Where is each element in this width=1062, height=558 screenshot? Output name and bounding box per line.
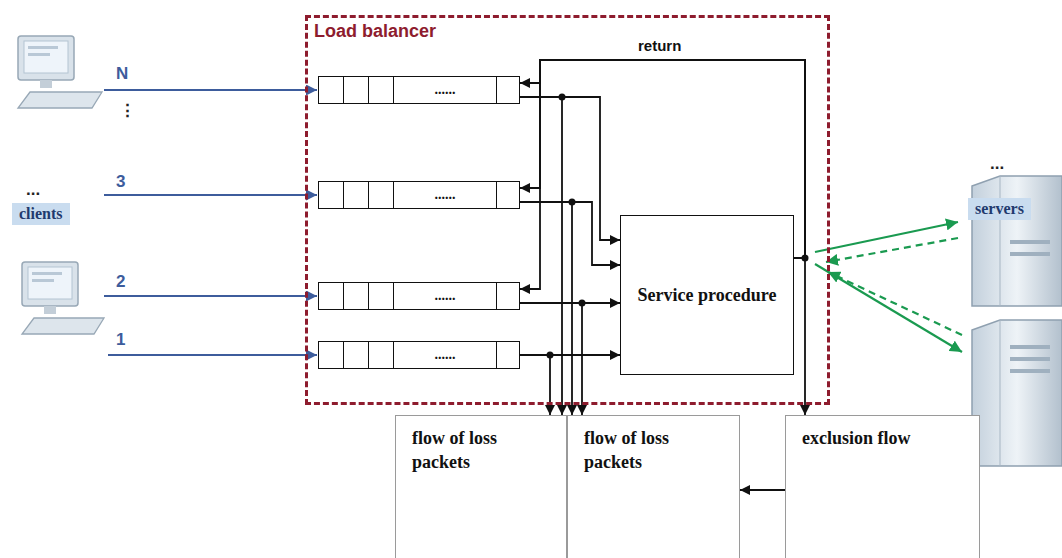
queue-cell — [319, 77, 344, 103]
queue-cell — [344, 342, 369, 368]
screen — [24, 41, 68, 73]
queue-cell — [369, 182, 394, 208]
packet-queue: ...... — [318, 282, 520, 310]
queue-cell — [496, 182, 519, 208]
keyboard — [22, 318, 104, 334]
queue-cell: ...... — [394, 283, 496, 309]
monitor-stand — [44, 306, 56, 314]
request-arrow — [815, 222, 958, 252]
output-box: flow of loss packets — [395, 415, 567, 558]
screen — [28, 267, 72, 299]
flow-connector — [520, 202, 572, 415]
group-tag: clients — [12, 203, 70, 225]
output-box: flow of loss packets — [567, 415, 740, 558]
node-text: flow of loss packets — [584, 426, 723, 475]
server-body — [972, 176, 1062, 306]
monitor — [22, 262, 78, 306]
client-computer — [22, 262, 104, 334]
client-arrow — [108, 354, 317, 356]
screen-line — [32, 279, 54, 282]
request-arrow — [815, 264, 962, 352]
node-text: ...... — [435, 289, 456, 303]
queue-cell — [369, 283, 394, 309]
queue-cell — [319, 182, 344, 208]
server-slot — [1010, 252, 1050, 256]
flow-connector — [520, 97, 620, 240]
ellipsis-mark: ... — [990, 154, 1004, 174]
queue-cell — [369, 77, 394, 103]
flow-connector — [520, 97, 562, 415]
response-arrow — [826, 238, 958, 262]
queue-cell — [369, 342, 394, 368]
flow-connector — [520, 303, 582, 415]
client-number: 1 — [116, 330, 125, 350]
server-tower — [972, 176, 1062, 306]
flow-connector — [794, 258, 805, 415]
flow-connector — [520, 355, 550, 415]
client-arrow — [104, 194, 317, 196]
response-arrow — [828, 272, 962, 335]
queue-cell — [496, 283, 519, 309]
packet-queue: ...... — [318, 341, 520, 369]
server-slot — [1010, 369, 1050, 373]
node-text: ...... — [435, 188, 456, 202]
ellipsis-mark: ⋮ — [119, 100, 136, 121]
queue-cell — [344, 182, 369, 208]
client-computer — [18, 36, 102, 108]
flow-label: return — [636, 37, 683, 54]
keyboard — [18, 92, 102, 108]
node-text: ...... — [435, 348, 456, 362]
packet-queue: ...... — [318, 181, 520, 209]
queue-cell: ...... — [394, 342, 496, 368]
client-number: N — [116, 64, 128, 84]
client-arrow — [104, 89, 317, 91]
output-box: exclusion flow — [785, 415, 980, 558]
ellipsis-mark: ... — [26, 180, 40, 200]
server-tower — [972, 320, 1062, 466]
node-text: Service procedure — [638, 282, 777, 308]
node-text: servers — [975, 200, 1024, 218]
monitor — [18, 36, 74, 80]
flow-connector — [520, 202, 620, 265]
node-text: clients — [19, 205, 63, 223]
client-number: 2 — [116, 272, 125, 292]
server-body — [972, 320, 1062, 466]
queue-cell — [496, 77, 519, 103]
node-text: flow of loss packets — [412, 426, 550, 475]
client-arrow — [104, 295, 317, 297]
client-number: 3 — [116, 172, 125, 192]
server-slot — [1010, 240, 1050, 244]
monitor-stand — [40, 80, 52, 88]
queue-cell — [319, 283, 344, 309]
node-text: ...... — [435, 83, 456, 97]
server-arrows — [815, 222, 962, 352]
server-slot — [1010, 357, 1050, 361]
queue-cell: ...... — [394, 182, 496, 208]
flow-connector — [740, 489, 785, 491]
server-edge — [1000, 176, 1001, 306]
queue-cell — [496, 342, 519, 368]
packet-queue: ...... — [318, 76, 520, 104]
queue-cell — [319, 342, 344, 368]
queue-cell: ...... — [394, 77, 496, 103]
queue-cell — [344, 77, 369, 103]
group-tag: servers — [968, 198, 1031, 220]
server-slot — [1010, 345, 1050, 349]
node-text: Load balancer — [314, 21, 436, 42]
queue-cell — [344, 283, 369, 309]
node-text: exclusion flow — [802, 426, 963, 450]
screen-line — [28, 53, 50, 56]
process-box: Service procedure — [620, 215, 794, 375]
screen-line — [32, 272, 62, 275]
load-balancer-region: Load balancer........................ Ser… — [305, 15, 830, 405]
screen-line — [28, 46, 58, 49]
server-edge — [1000, 320, 1001, 466]
client-arrows — [104, 90, 317, 355]
